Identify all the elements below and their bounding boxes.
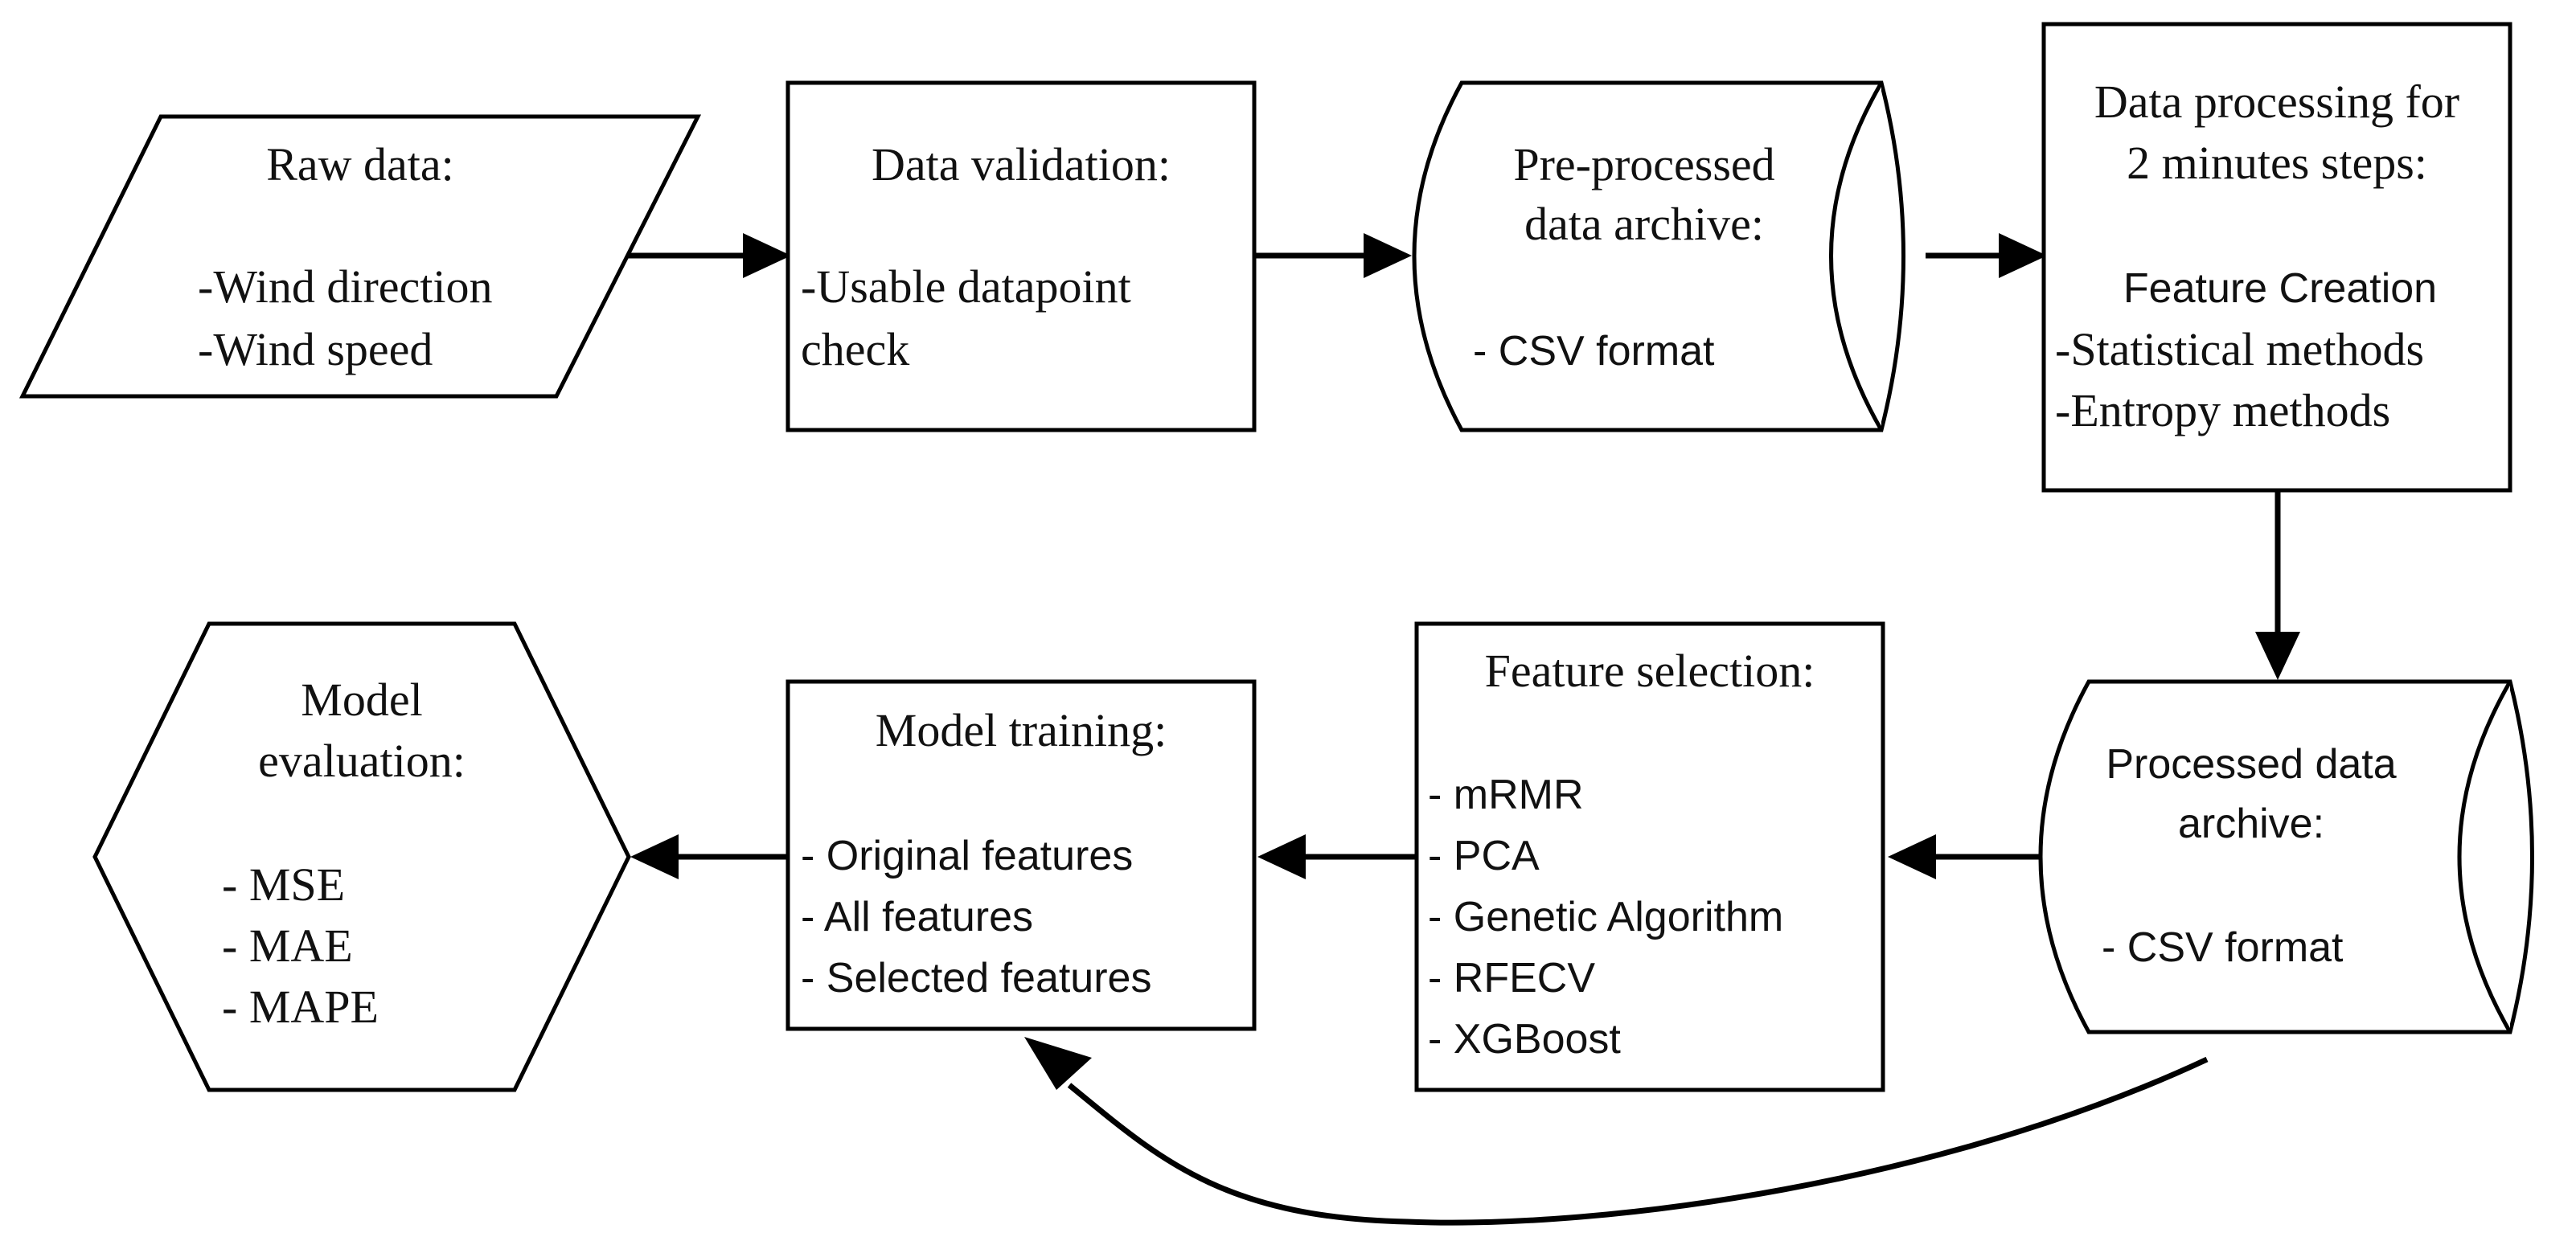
data-processing-shape — [2041, 22, 2512, 493]
node-data-processing: Data processing for 2 minutes steps: Fea… — [2041, 22, 2512, 493]
feature-selection-item: - XGBoost — [1428, 1016, 1621, 1063]
model-evaluation-title: Model — [301, 674, 422, 726]
model-training-shape — [786, 679, 1257, 1031]
node-model-evaluation: Model evaluation: - MSE - MAE - MAPE — [92, 621, 631, 1092]
feature-selection-item: - Genetic Algorithm — [1428, 894, 1783, 940]
node-data-validation: Data validation: -Usable datapoint check — [786, 80, 1257, 432]
data-processing-item: -Statistical methods — [2055, 323, 2424, 375]
feature-selection-shape — [1414, 621, 1885, 1092]
model-evaluation-item: - MSE — [222, 858, 345, 911]
processed-archive-item: - CSV format — [2102, 924, 2344, 971]
edge-training-to-evaluation — [630, 834, 791, 879]
data-validation-item: check — [801, 323, 909, 375]
edge-processed-archive-to-selection — [1888, 834, 2047, 879]
feature-selection-item: - RFECV — [1428, 955, 1595, 1001]
node-processed-archive: Processed data archive: - CSV format — [2038, 679, 2534, 1034]
data-processing-title: Data processing for — [2094, 76, 2459, 128]
data-validation-shape — [786, 80, 1257, 432]
model-training-item: - All features — [801, 894, 1033, 940]
model-training-title: Model training: — [876, 704, 1167, 756]
preprocessed-archive-title: Pre-processed — [1513, 138, 1774, 190]
preprocessed-archive-item: - CSV format — [1473, 328, 1715, 375]
processed-archive-title: archive: — [2178, 801, 2324, 847]
node-model-training: Model training: - Original features - Al… — [786, 679, 1257, 1031]
model-evaluation-shape — [92, 621, 631, 1092]
feature-selection-item: - PCA — [1428, 833, 1540, 879]
edge-raw-to-validation — [626, 233, 791, 278]
model-evaluation-item: - MAPE — [222, 981, 379, 1033]
preprocessed-archive-title: data archive: — [1524, 198, 1764, 250]
edge-processing-to-processed-archive — [2255, 490, 2300, 680]
raw-data-title: Raw data: — [266, 138, 454, 190]
data-processing-title: 2 minutes steps: — [2127, 137, 2427, 189]
data-processing-item: -Entropy methods — [2055, 384, 2390, 436]
edge-selection-to-training — [1257, 834, 1420, 879]
edge-preprocessed-to-processing — [1926, 233, 2047, 278]
raw-data-item: -Wind direction — [198, 260, 493, 313]
edge-processed-archive-to-training-curve — [1024, 1037, 2209, 1226]
feature-selection-title: Feature selection: — [1485, 645, 1815, 697]
edge-validation-to-preprocessed — [1254, 233, 1412, 278]
processed-archive-inner-arc — [2457, 680, 2512, 1034]
model-training-item: - Selected features — [801, 955, 1151, 1001]
preprocessed-archive-inner-arc — [1829, 81, 1884, 432]
model-training-item: - Original features — [801, 833, 1133, 879]
raw-data-shape — [18, 114, 702, 399]
model-evaluation-title: evaluation: — [258, 735, 466, 787]
processed-archive-title: Processed data — [2106, 741, 2396, 788]
model-evaluation-item: - MAE — [222, 920, 353, 972]
raw-data-item: -Wind speed — [198, 323, 433, 375]
feature-selection-item: - mRMR — [1428, 772, 1584, 818]
node-raw-data: Raw data: -Wind direction -Wind speed — [18, 114, 702, 399]
data-validation-title: Data validation: — [872, 138, 1171, 190]
node-preprocessed-archive: Pre-processed data archive: - CSV format — [1412, 80, 1905, 432]
data-validation-item: -Usable datapoint — [801, 260, 1131, 313]
node-feature-selection: Feature selection: - mRMR - PCA - Geneti… — [1414, 621, 1885, 1092]
connectors — [626, 233, 2300, 1226]
data-processing-subtitle: Feature Creation — [2123, 265, 2437, 312]
